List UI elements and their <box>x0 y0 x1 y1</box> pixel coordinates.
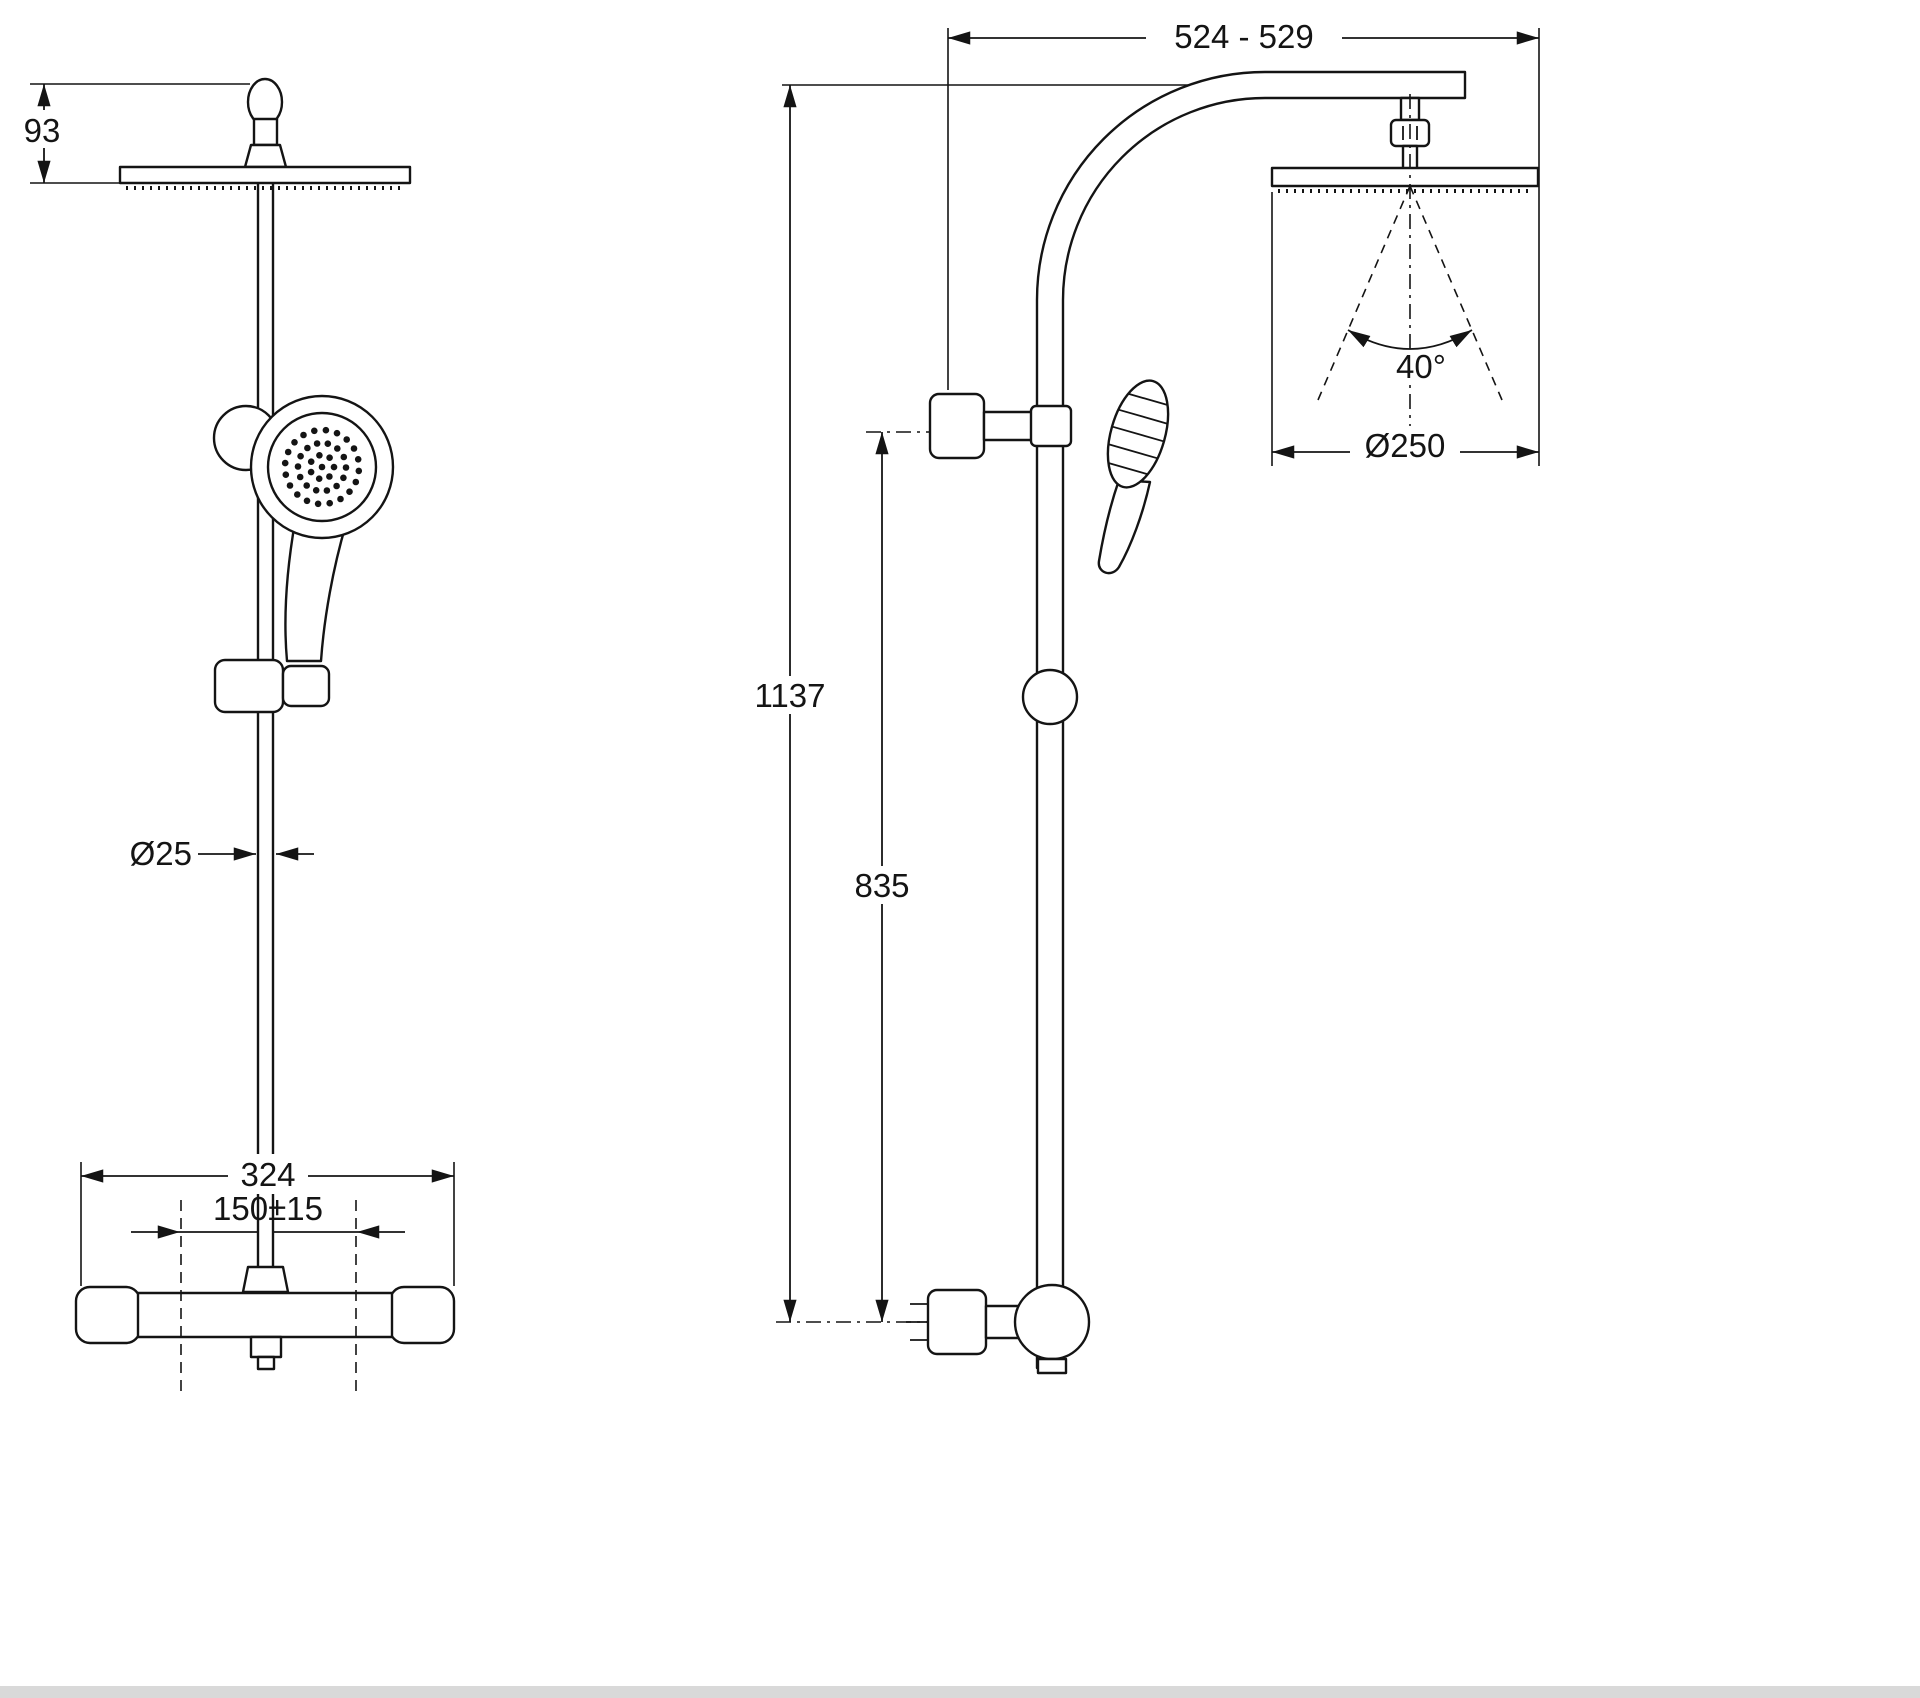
riser-pole-and-arm <box>1035 70 1467 1370</box>
cropped-edge-artifact <box>0 1686 1920 1698</box>
handshower-spray-dots <box>281 426 363 508</box>
side-view: 524 - 529 1137 835 Ø250 40° <box>748 16 1540 1375</box>
rail-slider-side <box>1021 668 1079 726</box>
spray-angle-label: 40° <box>1396 348 1446 385</box>
hand-shower-side <box>1097 379 1170 575</box>
rail-diameter-label: Ø25 <box>130 835 192 872</box>
front-view: 93 Ø25 324 150±15 <box>16 77 456 1397</box>
mixer-valve-side <box>906 1283 1091 1375</box>
label-bg <box>748 676 832 714</box>
inlet-spacing-label: 150±15 <box>213 1190 323 1227</box>
overhead-shower-side <box>1270 96 1540 193</box>
dim-total-height <box>776 84 1246 1323</box>
mixer-width-label: 324 <box>240 1156 295 1193</box>
wall-bracket <box>928 392 1073 460</box>
head-offset-label: 93 <box>24 112 61 149</box>
total-height-label: 1137 <box>755 677 826 714</box>
head-diameter-label: Ø250 <box>1365 427 1446 464</box>
label-bg <box>16 110 68 148</box>
overhead-shower <box>118 77 412 190</box>
dim-head-diameter <box>1271 192 1539 466</box>
label-bg <box>228 1154 308 1194</box>
rail-slider <box>213 658 331 714</box>
inlet-centerlines <box>180 1200 357 1397</box>
label-bg <box>1350 426 1460 464</box>
label-bg <box>1386 352 1456 384</box>
arm-reach-label: 524 - 529 <box>1174 18 1313 55</box>
rail-height-label: 835 <box>854 867 909 904</box>
mixer-valve <box>74 1265 456 1371</box>
hand-shower <box>212 394 395 663</box>
label-bg <box>1146 16 1342 54</box>
shower-rail <box>256 148 275 1293</box>
spray-cone <box>1317 94 1503 448</box>
label-bg <box>842 866 922 904</box>
